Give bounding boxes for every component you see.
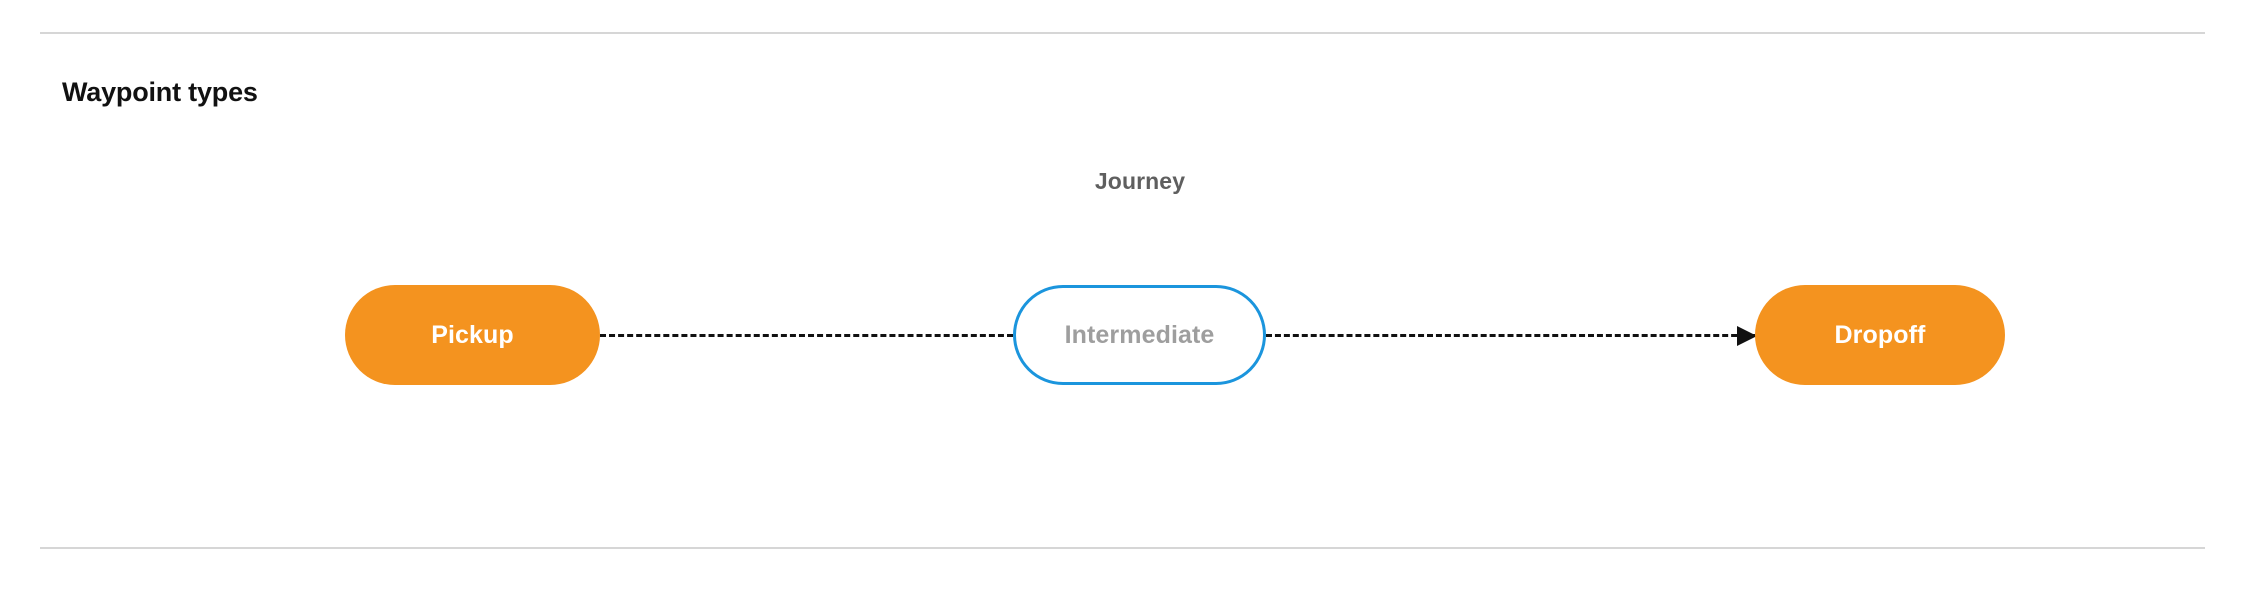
connector-dashed-line [1266,334,1755,337]
waypoint-journey-diagram: Journey Pickup Intermediate Dropoff [0,150,2245,410]
page-title: Waypoint types [62,77,258,107]
waypoint-node-dropoff-label: Dropoff [1834,320,1926,349]
waypoint-node-intermediate-label: Intermediate [1064,320,1215,349]
waypoint-node-pickup-label: Pickup [431,320,514,349]
section-divider-top [40,32,2205,34]
waypoint-node-dropoff[interactable]: Dropoff [1755,285,2005,385]
waypoint-node-pickup[interactable]: Pickup [345,285,600,385]
connector-intermediate-to-dropoff [1266,326,1757,346]
connector-dashed-line [600,334,1013,337]
waypoint-node-intermediate[interactable]: Intermediate [1013,285,1266,385]
arrow-head-icon [1737,326,1757,346]
section-divider-bottom [40,547,2205,549]
connector-pickup-to-intermediate [600,334,1013,337]
journey-group-label: Journey [1094,168,1186,194]
